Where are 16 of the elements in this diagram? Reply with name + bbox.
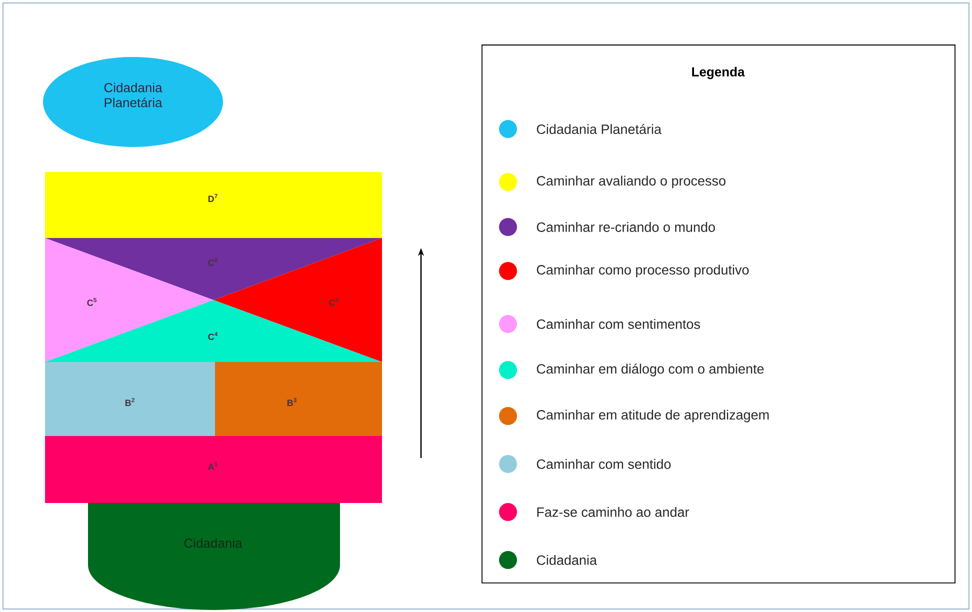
band-segment: B$^{2}$ (45, 362, 215, 436)
legend-text: Caminhar em diálogo com o ambiente (536, 364, 764, 376)
legend-text: Cidadania Planetária (536, 124, 662, 134)
legend-title: Legenda (692, 66, 745, 80)
legend-text: Caminhar avaliando o processo (536, 176, 726, 188)
band-segment: D$^{7}$ (45, 172, 382, 238)
legend-text: Caminhar com sentimentos (536, 319, 700, 329)
band-segment: A$^{1}$ (45, 436, 382, 503)
base-cylinder: Cidadania (88, 502, 340, 610)
band-segment: B$^{3}$ (215, 362, 382, 436)
legend-text: Cidadania (536, 555, 597, 565)
legend-text: Caminhar como processo produtivo (536, 264, 749, 278)
legend-text: Caminhar com sentido (536, 459, 671, 469)
legend-text: Caminhar re-criando o mundo (536, 222, 715, 232)
legend-text: Caminhar em atitude de aprendizagem (536, 410, 769, 422)
legend-text: Faz-se caminho ao andar (537, 507, 690, 517)
